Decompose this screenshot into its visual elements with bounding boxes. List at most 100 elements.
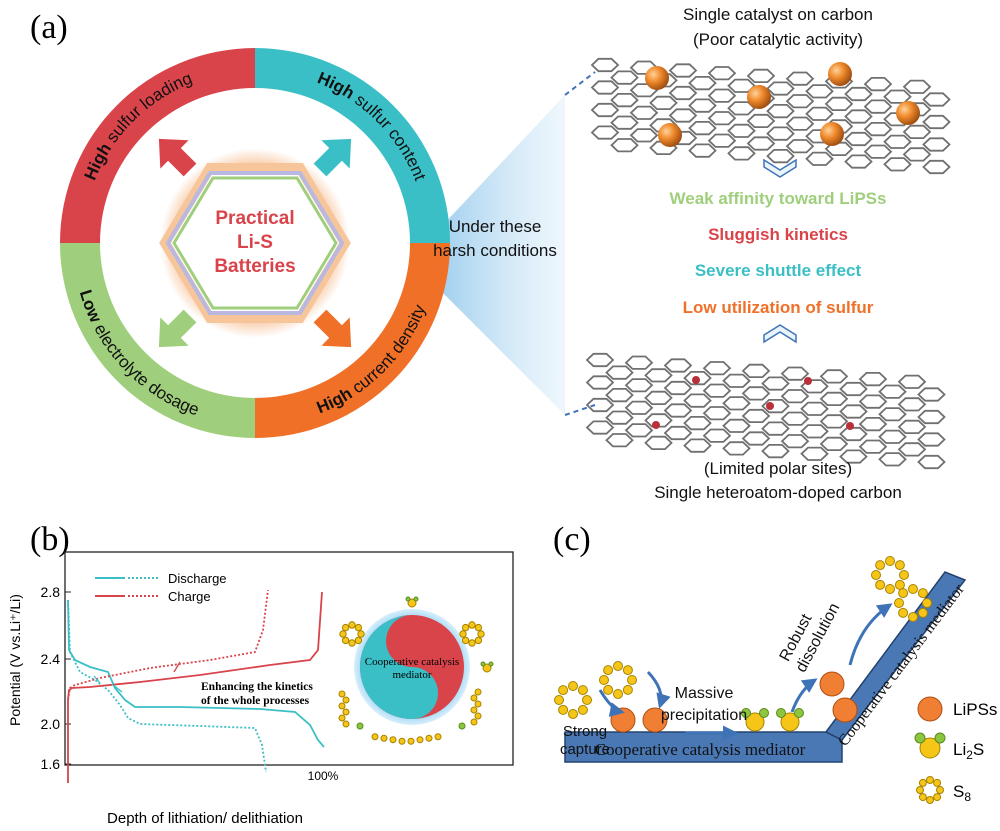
s8-atom bbox=[568, 709, 578, 719]
lattice-hex bbox=[683, 438, 712, 453]
lipss-particle bbox=[642, 707, 668, 733]
s8-atom bbox=[936, 786, 944, 794]
condition-text-line2: harsh conditions bbox=[433, 241, 557, 260]
chain-atom bbox=[338, 702, 346, 710]
problem-low-utilization: Low utilization of sulfur bbox=[683, 298, 874, 317]
catalyst-particle bbox=[747, 85, 771, 109]
chain-atom bbox=[470, 706, 478, 714]
s8-atom bbox=[568, 681, 578, 691]
lattice-hex bbox=[722, 373, 751, 388]
center-text-line2: Li-S bbox=[237, 232, 273, 253]
lattice-hex bbox=[883, 157, 912, 172]
s8-atom bbox=[916, 786, 924, 794]
s8-atom bbox=[898, 607, 909, 618]
lattice-hex bbox=[897, 397, 927, 412]
lattice-hex bbox=[585, 397, 615, 413]
lattice-hex bbox=[585, 420, 615, 435]
s8-atom bbox=[354, 623, 363, 632]
li2s-particles bbox=[741, 708, 804, 732]
chain-atom bbox=[474, 700, 482, 708]
legend-discharge-label: Discharge bbox=[168, 571, 227, 586]
lattice-hex bbox=[766, 149, 795, 164]
y-tick-label: 2.4 bbox=[41, 651, 61, 667]
hexagon-inner bbox=[172, 176, 338, 310]
lattice-hex bbox=[722, 396, 751, 411]
lattice-hex bbox=[785, 94, 815, 109]
s8-atom bbox=[622, 665, 633, 676]
lattice-hex bbox=[839, 404, 868, 419]
dissolution-arrow bbox=[848, 603, 893, 666]
lattice-hex bbox=[610, 115, 639, 130]
y-tick-label: 1.6 bbox=[41, 756, 61, 772]
lattice-hex bbox=[644, 368, 673, 383]
lattice-hex bbox=[741, 408, 771, 423]
s8-atom bbox=[603, 665, 614, 676]
li2s-s-atom bbox=[482, 663, 492, 673]
lattice-hex bbox=[761, 444, 790, 459]
lattice-hex bbox=[624, 378, 654, 393]
problem-shuttle-effect: Severe shuttle effect bbox=[695, 261, 862, 280]
lattice-hex bbox=[844, 131, 873, 147]
s8-atom bbox=[875, 560, 886, 571]
s8-atom bbox=[926, 776, 934, 784]
mediator-molecules bbox=[338, 596, 494, 745]
panel-a-label: (a) bbox=[30, 9, 68, 46]
lattice-hex bbox=[897, 442, 927, 457]
catalyst-particle bbox=[645, 66, 669, 90]
chain-atom bbox=[470, 694, 478, 702]
lattice-hex bbox=[805, 84, 834, 99]
lattice-hex bbox=[883, 89, 912, 104]
s8-atom bbox=[603, 684, 614, 695]
lattice-hex bbox=[766, 81, 795, 96]
s8-atom bbox=[922, 598, 932, 608]
lattice-hex bbox=[858, 439, 888, 454]
lattice-hex bbox=[605, 410, 634, 425]
slab-label: Cooperative catalysis mediator bbox=[595, 740, 806, 759]
lattice-hex bbox=[741, 363, 771, 378]
lipss-particle bbox=[610, 707, 636, 733]
lattice-hex bbox=[702, 428, 732, 443]
legend-li2s-label: Li2S bbox=[953, 740, 984, 762]
s8-atom bbox=[474, 636, 483, 645]
mediator-label-line1: Cooperative catalysis bbox=[365, 656, 459, 668]
down-chevron bbox=[763, 158, 797, 178]
s8-atom bbox=[918, 793, 927, 802]
projection-cone bbox=[410, 95, 565, 415]
annotation-line1: Enhancing the kinetics bbox=[201, 681, 313, 693]
lattice-hex bbox=[707, 88, 737, 103]
lattice-hex bbox=[800, 424, 829, 439]
lattice-hex bbox=[863, 144, 893, 159]
lattice-hex bbox=[785, 116, 815, 131]
lattice-hex bbox=[805, 106, 834, 121]
chain-atom bbox=[425, 734, 433, 742]
lattice-hex bbox=[610, 70, 639, 85]
s8-atom bbox=[339, 630, 347, 638]
lattice-hex bbox=[844, 86, 873, 102]
s8-atom bbox=[348, 621, 356, 629]
segment-electrolyte-dosage bbox=[60, 243, 255, 438]
lattice-hex bbox=[727, 123, 756, 138]
s8-atom bbox=[613, 661, 623, 671]
li2s-li-atom bbox=[488, 661, 494, 667]
lattice-hex bbox=[585, 375, 615, 390]
y-axis-label: Potential (V vs.Li⁺/Li) bbox=[7, 594, 23, 726]
lattice-hex bbox=[683, 371, 712, 386]
panel-c-label: (c) bbox=[553, 521, 591, 558]
lattice-hex bbox=[780, 366, 810, 381]
center-text-line1: Practical bbox=[215, 208, 294, 229]
top-sheet-title: Single catalyst on carbon bbox=[683, 5, 873, 24]
s8-atom bbox=[908, 584, 918, 594]
legend-charge-label: Charge bbox=[168, 589, 211, 604]
mediator-label-line2: mediator bbox=[392, 669, 431, 681]
s8-atom bbox=[558, 704, 569, 715]
problem-sluggish-kinetics: Sluggish kinetics bbox=[708, 225, 848, 244]
lattice-hex bbox=[883, 134, 912, 149]
annotation-line2: of the whole processes bbox=[201, 695, 310, 707]
x-axis-label: Depth of lithiation/ delithiation bbox=[107, 810, 303, 827]
s8-atom bbox=[933, 793, 942, 802]
chain-atom bbox=[342, 708, 350, 716]
lattice-hex bbox=[727, 146, 756, 161]
s8-atom bbox=[348, 639, 356, 647]
chain-atom bbox=[371, 733, 379, 741]
rise-arrow bbox=[790, 678, 818, 713]
